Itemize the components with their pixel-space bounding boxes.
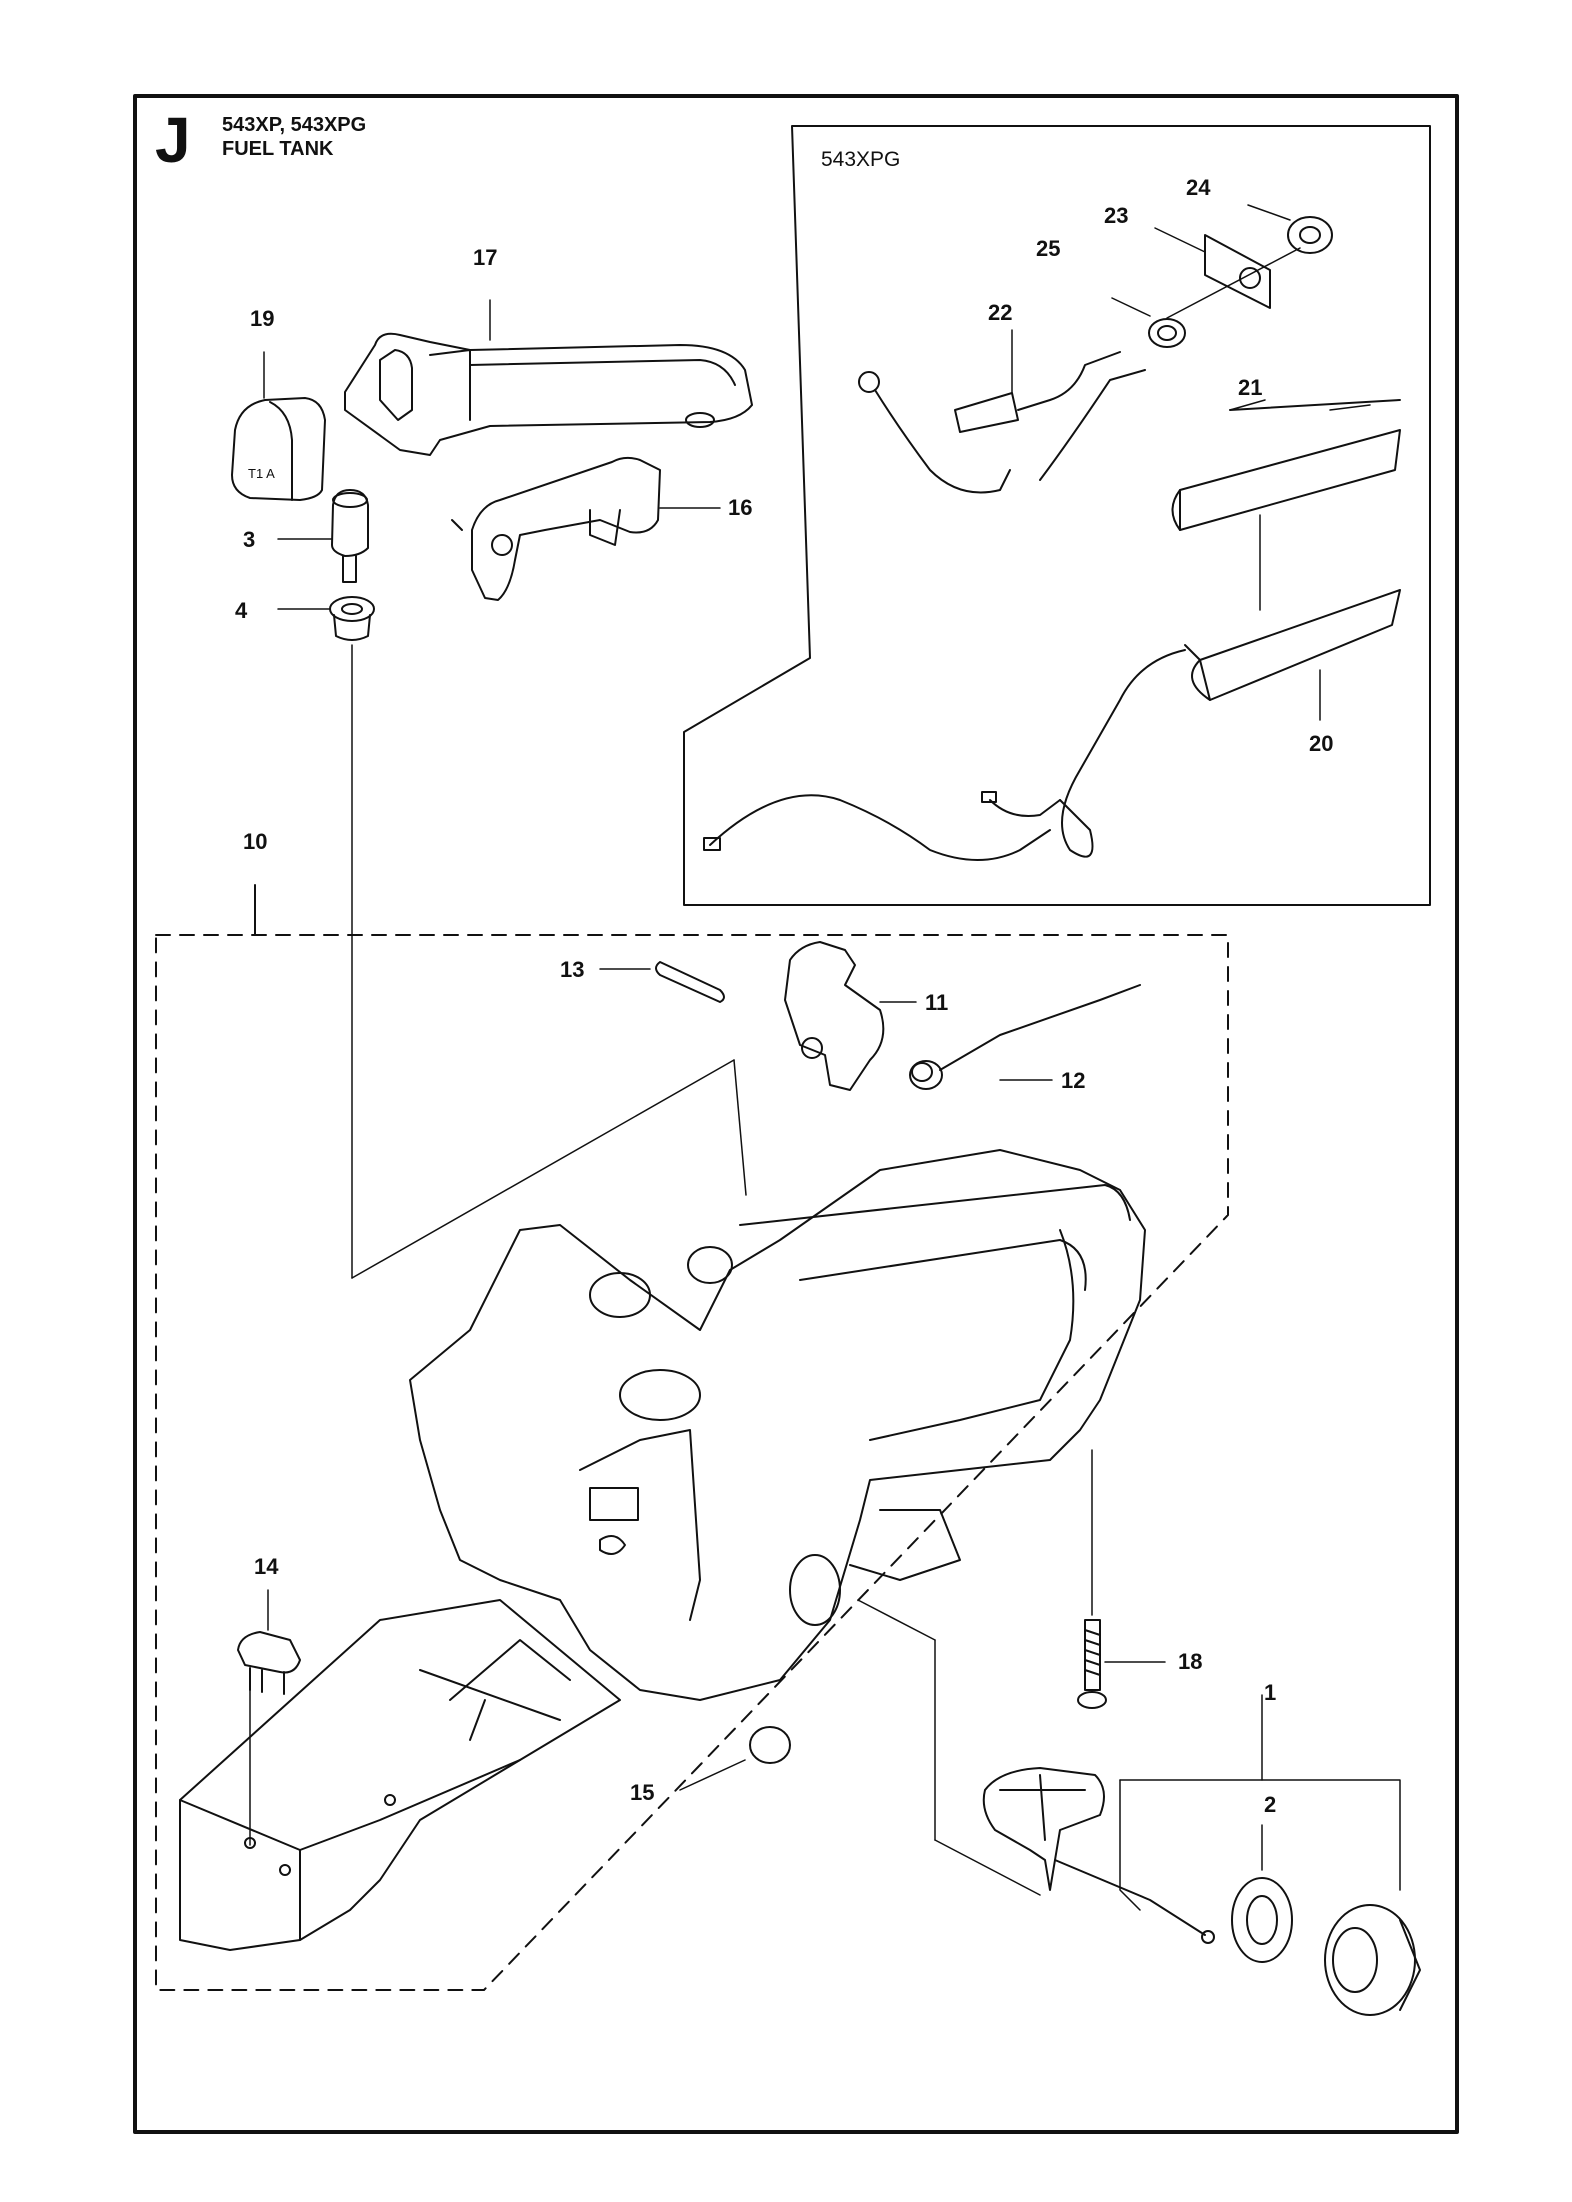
inset-frame — [683, 125, 1431, 906]
fuel-cap-assembly-part — [857, 1599, 1421, 2016]
inset-label: 543XPG — [821, 148, 901, 171]
throttle-lock-part — [784, 941, 917, 1091]
callout-10: 10 — [243, 829, 268, 854]
valve-part — [277, 489, 369, 583]
assembly-dashed-outline — [155, 934, 1229, 1991]
throttle-lever-part — [451, 456, 721, 601]
callout-13: 13 — [560, 957, 585, 982]
callout-17: 17 — [473, 245, 498, 270]
heater-covers-inset — [703, 399, 1401, 861]
callout-1: 1 — [1264, 1680, 1277, 1705]
grommet-part — [277, 596, 747, 1279]
callout-2: 2 — [1264, 1792, 1277, 1817]
diagram-title: FUEL TANK — [222, 138, 334, 160]
callout-4: 4 — [235, 598, 248, 623]
callout-19: 19 — [250, 306, 275, 331]
callout-15: 15 — [630, 1780, 655, 1805]
cap-part: T1 A — [231, 351, 326, 501]
plug-part — [679, 1726, 791, 1791]
callout-12: 12 — [1061, 1068, 1086, 1093]
sensor-parts-inset — [858, 204, 1333, 494]
spring-part — [909, 984, 1141, 1090]
callout-22: 22 — [988, 300, 1013, 325]
callout-14: 14 — [254, 1554, 279, 1579]
screw-part — [1077, 1449, 1166, 1709]
callout-25: 25 — [1036, 236, 1061, 261]
callout-3: 3 — [243, 527, 256, 552]
callout-18: 18 — [1178, 1649, 1203, 1674]
callout-20: 20 — [1309, 731, 1334, 756]
callout-23: 23 — [1104, 203, 1129, 228]
svg-text:T1 A: T1 A — [248, 466, 275, 481]
callout-16: 16 — [728, 495, 753, 520]
callout-21: 21 — [1238, 375, 1263, 400]
handle-cover-part — [344, 299, 753, 456]
peg-part — [237, 1589, 301, 1846]
pin-part — [599, 961, 725, 1003]
section-letter: J — [155, 104, 191, 176]
page-frame — [133, 94, 1459, 2134]
callout-11: 11 — [925, 990, 949, 1015]
fuel-tank-main-part — [179, 1149, 1146, 1951]
callout-24: 24 — [1186, 175, 1211, 200]
model-numbers: 543XP, 543XPG — [222, 114, 367, 136]
